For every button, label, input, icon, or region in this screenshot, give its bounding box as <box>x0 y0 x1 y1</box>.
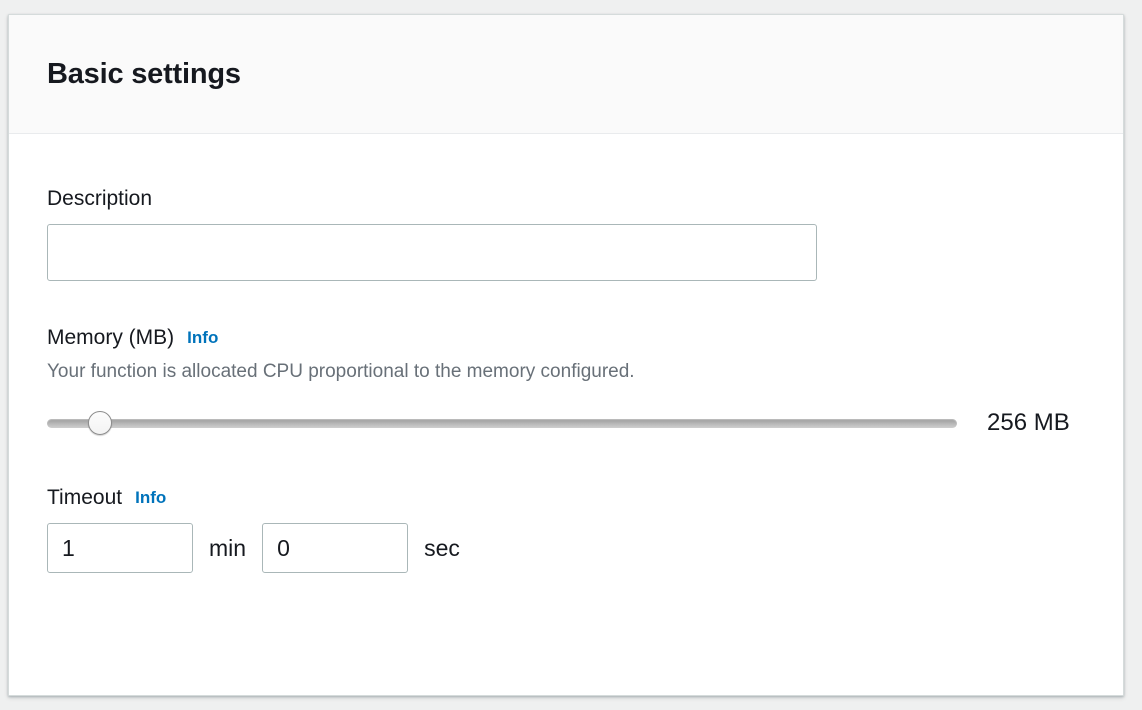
panel-header: Basic settings <box>9 15 1123 134</box>
timeout-label: Timeout Info <box>47 485 1085 510</box>
slider-thumb[interactable] <box>87 411 112 436</box>
timeout-seconds-input[interactable] <box>262 523 409 574</box>
timeout-info-link[interactable]: Info <box>135 488 167 508</box>
slider-track[interactable] <box>47 418 957 428</box>
memory-label-text: Memory (MB) <box>47 326 175 350</box>
description-field-group: Description <box>47 186 1085 282</box>
timeout-seconds-unit: sec <box>424 534 460 561</box>
page-title: Basic settings <box>47 57 241 90</box>
description-input[interactable] <box>47 224 817 282</box>
memory-slider-row: 256 MB <box>47 409 1085 437</box>
description-label-text: Description <box>47 187 153 210</box>
memory-field-group: Memory (MB) Info Your function is alloca… <box>47 325 1085 437</box>
description-label: Description <box>47 186 1085 211</box>
memory-value-label: 256 MB <box>987 409 1070 437</box>
memory-slider[interactable] <box>47 411 957 436</box>
timeout-inputs-row: min sec <box>47 523 1085 574</box>
timeout-minutes-unit: min <box>209 534 247 561</box>
timeout-field-group: Timeout Info min sec <box>47 485 1085 574</box>
timeout-minutes-input[interactable] <box>47 523 193 574</box>
timeout-label-text: Timeout <box>47 486 123 510</box>
memory-info-link[interactable]: Info <box>187 328 219 348</box>
panel-body: Description Memory (MB) Info Your functi… <box>9 134 1123 574</box>
memory-label: Memory (MB) Info <box>47 325 1085 350</box>
basic-settings-panel: Basic settings Description Memory (MB) I… <box>8 14 1124 696</box>
memory-description: Your function is allocated CPU proportio… <box>47 361 635 383</box>
